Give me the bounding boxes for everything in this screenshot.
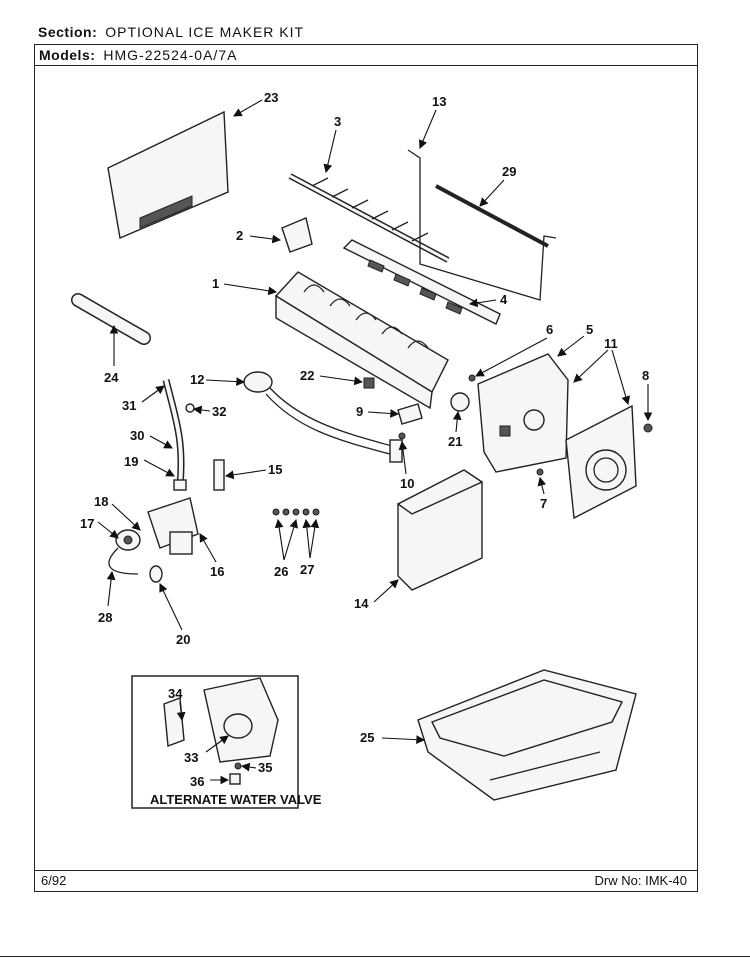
- section-label: Section:: [38, 24, 98, 40]
- drawing-number: Drw No: IMK-40: [594, 873, 687, 888]
- callout-14: 14: [354, 596, 369, 611]
- callout-23: 23: [264, 90, 278, 105]
- callout-18: 18: [94, 494, 108, 509]
- callout-17: 17: [80, 516, 94, 531]
- part-20-plug: [149, 565, 163, 583]
- callout-9: 9: [356, 404, 363, 419]
- callout-32: 32: [212, 404, 226, 419]
- part-6-screw: [468, 374, 476, 382]
- alternate-water-valve-inset: ALTERNATE WATER VALVE: [131, 675, 322, 809]
- part-30-fill-tube: [162, 379, 195, 491]
- callout-1: 1: [212, 276, 219, 291]
- callout-20: 20: [176, 632, 190, 647]
- part-23-shield: [107, 110, 229, 239]
- callout-34: 34: [168, 686, 183, 701]
- callout-35: 35: [258, 760, 272, 775]
- part-21-knob: [450, 392, 470, 412]
- part-10-screw: [398, 432, 406, 440]
- callout-29: 29: [502, 164, 516, 179]
- part-24-tube: [71, 293, 151, 345]
- callout-36: 36: [190, 774, 204, 789]
- part-29-rod: [435, 184, 549, 248]
- callout-labels: 23 3 13 29 2 4 1 24 6 5 11 8 12 22 9 10 …: [80, 90, 649, 789]
- callout-30: 30: [130, 428, 144, 443]
- part-25-ice-bucket: [417, 669, 637, 801]
- part-3-ejector: [288, 173, 450, 263]
- callout-4: 4: [500, 292, 508, 307]
- part-26-27-screws: [272, 508, 320, 516]
- callout-27: 27: [300, 562, 314, 577]
- part-16-water-valve: [108, 497, 199, 575]
- callout-25: 25: [360, 730, 374, 745]
- part-22-clip: [363, 377, 375, 389]
- diagram-frame: Models: HMG-22524-0A/7A 6/92 Drw No: IMK-…: [34, 44, 698, 892]
- part-5-housing: [477, 353, 569, 473]
- callout-3: 3: [334, 114, 341, 129]
- callout-24: 24: [104, 370, 119, 385]
- callout-12: 12: [190, 372, 204, 387]
- callout-21: 21: [448, 434, 462, 449]
- callout-13: 13: [432, 94, 446, 109]
- callout-16: 16: [210, 564, 224, 579]
- callout-11: 11: [604, 336, 618, 351]
- callout-31: 31: [122, 398, 136, 413]
- part-2-bracket: [281, 217, 313, 253]
- part-9-bracket: [397, 403, 423, 425]
- inset-caption: ALTERNATE WATER VALVE: [150, 792, 322, 807]
- callout-28: 28: [98, 610, 112, 625]
- callout-33: 33: [184, 750, 198, 765]
- callout-19: 19: [124, 454, 138, 469]
- part-11-cover: [565, 404, 637, 520]
- leader-lines: [97, 99, 653, 785]
- part-4-stripper: [342, 239, 501, 325]
- models-header: Models: HMG-22524-0A/7A: [39, 47, 237, 63]
- callout-6: 6: [546, 322, 553, 337]
- callout-5: 5: [586, 322, 593, 337]
- section-title: OPTIONAL ICE MAKER KIT: [105, 24, 305, 40]
- callout-2: 2: [236, 228, 243, 243]
- part-15-coupling: [213, 459, 225, 491]
- callout-8: 8: [642, 368, 649, 383]
- bottom-rule: [0, 956, 750, 957]
- callout-15: 15: [268, 462, 282, 477]
- callout-10: 10: [400, 476, 414, 491]
- callout-22: 22: [300, 368, 314, 383]
- models-label: Models:: [39, 47, 96, 63]
- section-header: Section: OPTIONAL ICE MAKER KIT: [38, 24, 304, 40]
- part-14-bin: [396, 469, 484, 591]
- callout-7: 7: [540, 496, 547, 511]
- models-value: HMG-22524-0A/7A: [103, 47, 238, 63]
- callout-26: 26: [274, 564, 288, 579]
- models-row: Models: HMG-22524-0A/7A: [35, 45, 697, 66]
- part-1-mold: [274, 271, 449, 410]
- part-12-harness: [243, 371, 403, 463]
- part-8-screw: [643, 423, 653, 433]
- footer-row: 6/92 Drw No: IMK-40: [35, 870, 697, 891]
- footer-date: 6/92: [41, 873, 67, 888]
- part-7-screw: [536, 468, 544, 476]
- part-13-shutoff-arm: [407, 149, 557, 301]
